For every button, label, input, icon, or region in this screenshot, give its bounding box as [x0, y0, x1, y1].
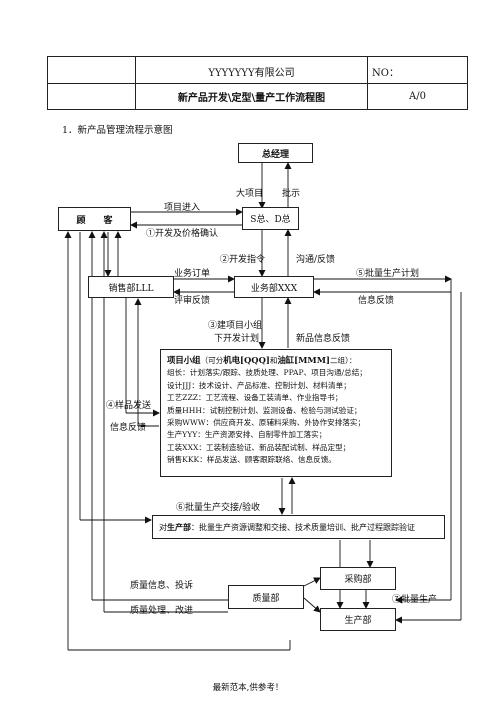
label-instruct: 批示 [282, 189, 301, 199]
label-business-order: 业务订单 [174, 269, 211, 279]
label-info-feedback-2: 信息反馈 [110, 423, 147, 433]
team-line: 组长：计划落实/跟踪、技质处理、PPAP、项目沟通/总结； [167, 368, 367, 378]
team-line: 质量HHH：试制控制计划、监测设备、检验与测试验证； [167, 405, 362, 415]
team-line: 采购WWW：供应商开发、原辅料采购、外协作安排落实； [167, 418, 366, 428]
company-name: YYYYYYY有限公司 [208, 67, 295, 79]
purchasing-dept-box: 采购部 [320, 567, 396, 590]
production-dept-box: 生产部 [320, 608, 396, 631]
quality-dept-box: 质量部 [228, 585, 304, 609]
label-new-product-info: 新品信息反馈 [296, 334, 351, 344]
team-title: 项目小组（可分机电[QQQ]和油缸[MMM]二组）： [167, 355, 357, 365]
customer-box: 顾 客 [58, 207, 131, 231]
header-divider [48, 83, 467, 84]
label-step3b: 下开发计划 [214, 334, 260, 344]
label-step2: ②开发指令 [220, 255, 266, 265]
label-step1: ①开发及价格确认 [146, 229, 219, 239]
label-step4: ④样品发送 [106, 401, 152, 411]
label-project-in: 项目进入 [164, 203, 201, 213]
team-line: 设计JJJ：技术设计、产品标准、控制计划、材料清单； [167, 380, 351, 390]
label-step3a: ③建项目小组 [208, 321, 263, 331]
general-manager-box: 总经理 [238, 143, 313, 163]
header-table: YYYYYYY有限公司 NO： 新产品开发\定型\量产工作流程图 A/0 [47, 56, 468, 110]
doc-number-label: NO： [372, 67, 399, 79]
label-quality-fix: 质量处理、改进 [130, 606, 194, 616]
revision: A/0 [409, 91, 426, 102]
label-step5: ⑤批量生产计划 [356, 269, 420, 279]
label-big-project: 大项目 [236, 189, 264, 199]
footer-note: 最新范本,供参考！ [212, 683, 284, 693]
project-team-box: 项目小组（可分机电[QQQ]和油缸[MMM]二组）： 组长：计划落实/跟踪、技质… [160, 349, 392, 477]
team-line: 工艺ZZZ：工艺流程、设备工装清单、作业指导书； [167, 393, 343, 403]
team-line: 工装XXX：工装制造验证、新品装配试制、样品定型； [167, 442, 351, 452]
label-quality-info: 质量信息、投诉 [130, 581, 194, 591]
label-step6: ⑥批量生产交接/验收 [176, 503, 261, 513]
team-line: 销售KKK：样品发送、顾客跟踪联络、信息反馈。 [167, 455, 336, 465]
team-line: 生产YYY：生产资源安排、自制零件加工落实； [167, 430, 327, 440]
production-handover-box: 对生产部：批量生产资源调整和交接、技术质量培训、批产过程跟踪验证 [152, 515, 445, 539]
section-title: 1．新产品管理流程示意图 [62, 125, 173, 136]
doc-title: 新产品开发\定型\量产工作流程图 [177, 93, 326, 104]
label-communication: 沟通/反馈 [296, 255, 336, 265]
label-step7: ⑦批量生产 [392, 595, 438, 605]
business-dept-box: 业务部XXX [234, 276, 314, 298]
sd-manager-box: S总、D总 [242, 207, 299, 230]
label-info-feedback: 信息反馈 [358, 296, 395, 306]
sales-dept-box: 销售部LLL [88, 276, 174, 298]
label-review-feedback: 评审反馈 [174, 296, 211, 306]
